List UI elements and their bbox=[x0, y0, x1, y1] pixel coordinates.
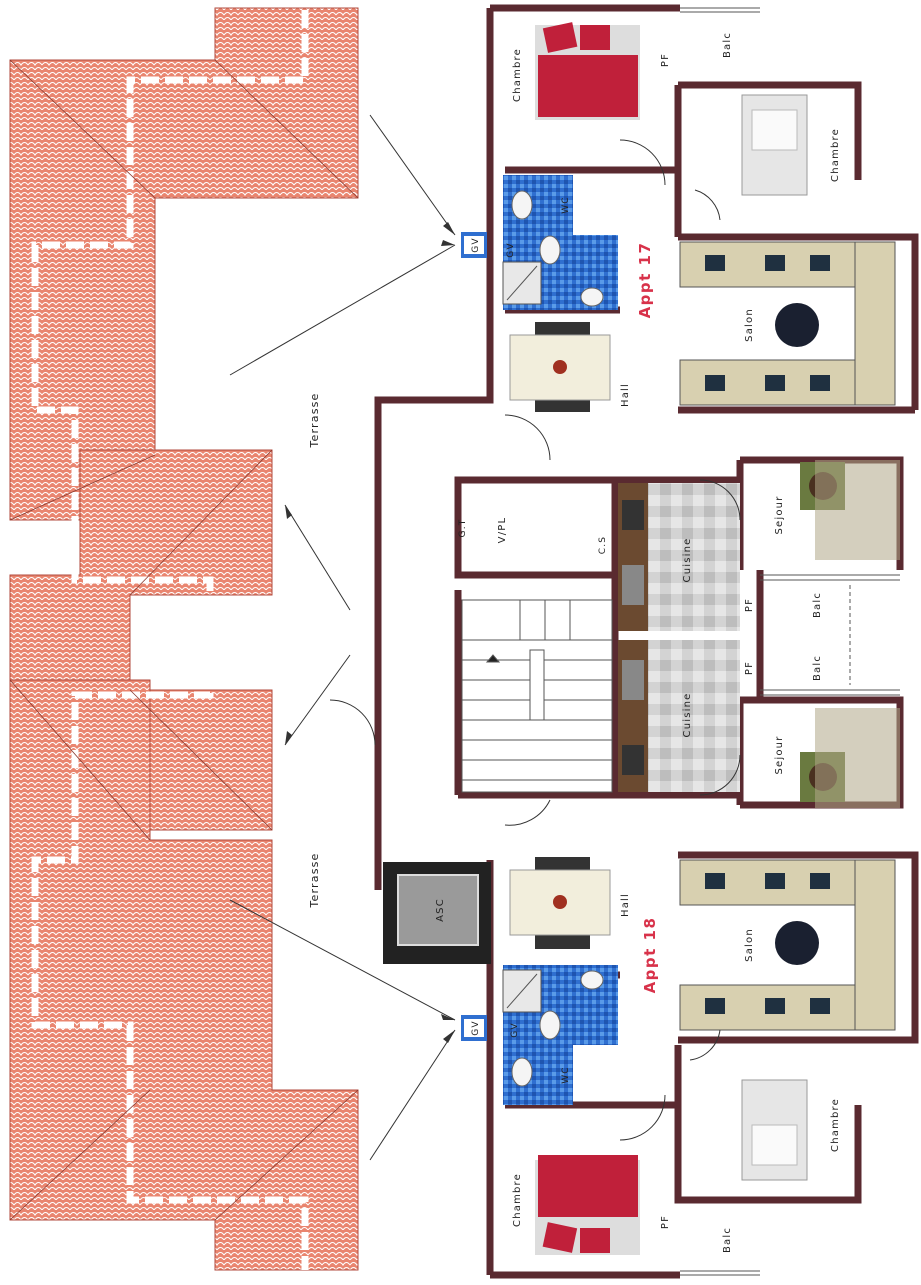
roof-top-section bbox=[9, 7, 359, 521]
kitchen-sink-icon bbox=[622, 660, 644, 700]
roof-ridge bbox=[31, 10, 309, 1270]
pf-label: PF bbox=[744, 598, 755, 612]
bathroom-appt17 bbox=[502, 175, 618, 310]
stove-icon bbox=[622, 500, 644, 530]
toilet-icon bbox=[539, 1010, 561, 1040]
cs-label: C.S bbox=[598, 536, 608, 554]
cuisine-label: Cuisine bbox=[682, 538, 693, 583]
pf-label: PF bbox=[660, 1215, 671, 1229]
bed-icon bbox=[741, 1079, 808, 1181]
wc-label: WC bbox=[561, 1066, 571, 1084]
gv-label: GV bbox=[471, 1020, 481, 1036]
appt17-label: Appt 17 bbox=[636, 242, 654, 319]
bed-icon bbox=[535, 1155, 640, 1255]
sink-icon bbox=[580, 287, 604, 307]
pf-label: PF bbox=[744, 661, 755, 675]
lounge-set-icon bbox=[800, 708, 900, 808]
chambre-label: Chambre bbox=[830, 128, 841, 182]
bathroom-appt18 bbox=[502, 965, 618, 1105]
gv-label: GV bbox=[471, 237, 481, 253]
gv-label: GV bbox=[506, 242, 516, 258]
vpl-label: V/PL bbox=[497, 517, 508, 544]
gt-label: G.T bbox=[458, 519, 468, 538]
roof bbox=[9, 7, 359, 1271]
chambre-label: Chambre bbox=[512, 1173, 523, 1227]
balc-label: Balc bbox=[812, 655, 823, 681]
stairs-icon bbox=[461, 599, 613, 793]
roof-hips bbox=[9, 59, 359, 1221]
sofa-icon bbox=[679, 859, 896, 1031]
balc-label: Balc bbox=[722, 1227, 733, 1253]
terrace-arrows bbox=[229, 114, 456, 1161]
wc-label: WC bbox=[561, 196, 571, 214]
sink-icon bbox=[580, 970, 604, 990]
gv-box bbox=[461, 232, 487, 258]
dining-table-icon bbox=[509, 857, 611, 949]
elevator-icon bbox=[383, 862, 491, 964]
door-swings bbox=[329, 139, 741, 1141]
coffee-table-icon bbox=[775, 921, 819, 965]
salon-label: Salon bbox=[744, 308, 755, 342]
asc-label: ASC bbox=[435, 898, 446, 922]
balc-label: Balc bbox=[722, 32, 733, 58]
terrasse-label-bottom: Terrasse bbox=[308, 852, 321, 908]
bed-icon bbox=[535, 22, 640, 120]
sejour-label: Sejour bbox=[774, 495, 785, 534]
balcony-rails bbox=[680, 7, 900, 1276]
dining-table-icon bbox=[509, 322, 611, 412]
toilet-icon bbox=[511, 1057, 533, 1087]
kitchen-sink-icon bbox=[622, 565, 644, 605]
arrow-heads bbox=[285, 222, 455, 1043]
toilet-icon bbox=[511, 190, 533, 220]
sejour-label: Sejour bbox=[774, 735, 785, 774]
salon-label: Salon bbox=[744, 928, 755, 962]
kitchen-appt17 bbox=[618, 483, 740, 631]
bed-icon bbox=[741, 94, 808, 196]
hall-label: Hall bbox=[620, 383, 631, 407]
coffee-table-icon bbox=[775, 303, 819, 347]
appt18-label: Appt 18 bbox=[641, 917, 659, 994]
pf-label: PF bbox=[660, 53, 671, 67]
sofa-icon bbox=[679, 241, 896, 406]
cuisine-label: Cuisine bbox=[682, 693, 693, 738]
hall-label: Hall bbox=[620, 893, 631, 917]
stove-icon bbox=[622, 745, 644, 775]
chambre-label: Chambre bbox=[512, 48, 523, 102]
terrasse-label-top: Terrasse bbox=[308, 392, 321, 448]
lounge-set-icon bbox=[800, 460, 900, 560]
balc-label: Balc bbox=[812, 592, 823, 618]
gv-label: GV bbox=[510, 1022, 520, 1038]
gv-box bbox=[461, 1015, 487, 1041]
toilet-icon bbox=[539, 235, 561, 265]
chambre-label: Chambre bbox=[830, 1098, 841, 1152]
kitchen-appt18 bbox=[618, 640, 740, 792]
